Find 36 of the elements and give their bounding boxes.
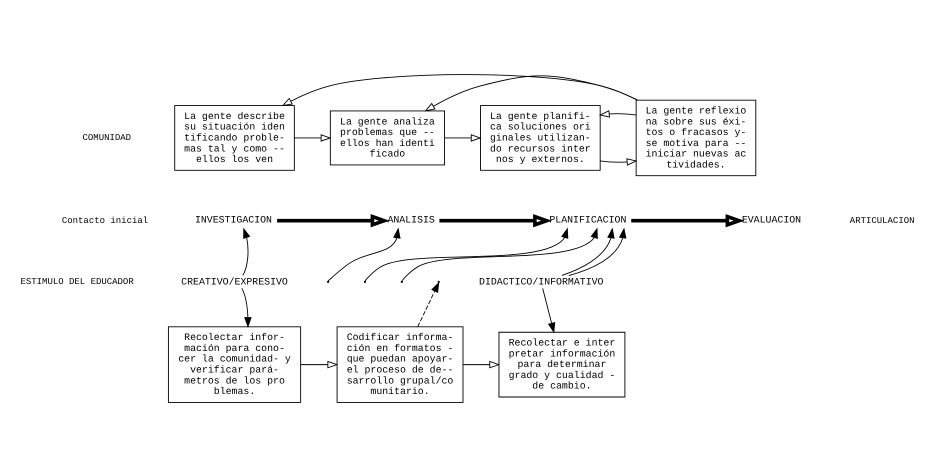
label: ESTIMULO DEL EDUCADOR — [20, 276, 134, 287]
arrow — [364, 227, 568, 281]
arrow — [444, 134, 482, 142]
node-box: La gente analiza problemas que -- ellos han identi ficado — [330, 110, 446, 165]
node-text: EVALUACION — [742, 214, 802, 225]
arrow — [561, 226, 615, 276]
node-box: La gente reflexio na sobre sus éxi- tos o fracasos y- se motiva para -- iniciar nuevas ac tividades. — [636, 99, 756, 176]
node-box: Recolectar e inter pretar información para determinar grado y cualidad - de cambio. — [498, 331, 626, 397]
label: Contacto inicial — [62, 215, 148, 226]
node-box: La gente planifi- ca soluciones ori ginales utilizan- do recursos inter nos y externos. — [480, 104, 601, 170]
node-box: La gente describe su situación iden tificando proble- mas tal y como -- ellos los ven — [174, 104, 295, 170]
node-text: CREATIVO/EXPRESIVO — [181, 276, 288, 287]
arrow — [401, 227, 598, 281]
node-box: Recolectar infor- mación para cono- cer la comunidad- y verificar pará- metros de los pro blemas. — [168, 326, 302, 402]
arrow — [424, 74, 638, 112]
node-box: Codificar informa- ción en formatos - que puedan apoyar- el proceso de de-- sarrollo grupal/co munitario. — [336, 326, 464, 402]
arrow — [631, 214, 744, 227]
label: ARTICULACION — [850, 215, 915, 226]
node-text: PLANIFICACION — [549, 214, 626, 225]
arrow — [277, 214, 390, 227]
arrow — [600, 158, 638, 166]
arrow — [241, 287, 252, 328]
node-text: DIDACTICO/INFORMATIVO — [479, 276, 604, 287]
arrow — [300, 360, 338, 368]
arrow — [242, 227, 250, 276]
arrow — [542, 287, 556, 333]
arrow — [294, 134, 332, 142]
arrow — [598, 110, 637, 118]
node-text: ANALISIS — [387, 214, 435, 225]
label: COMUNIDAD — [82, 132, 132, 143]
node-text: INVESTIGACION — [194, 214, 272, 225]
arrow — [282, 74, 638, 106]
arrow — [568, 226, 626, 276]
arrow — [439, 214, 552, 227]
arrow — [462, 360, 500, 368]
arrow — [328, 226, 401, 281]
